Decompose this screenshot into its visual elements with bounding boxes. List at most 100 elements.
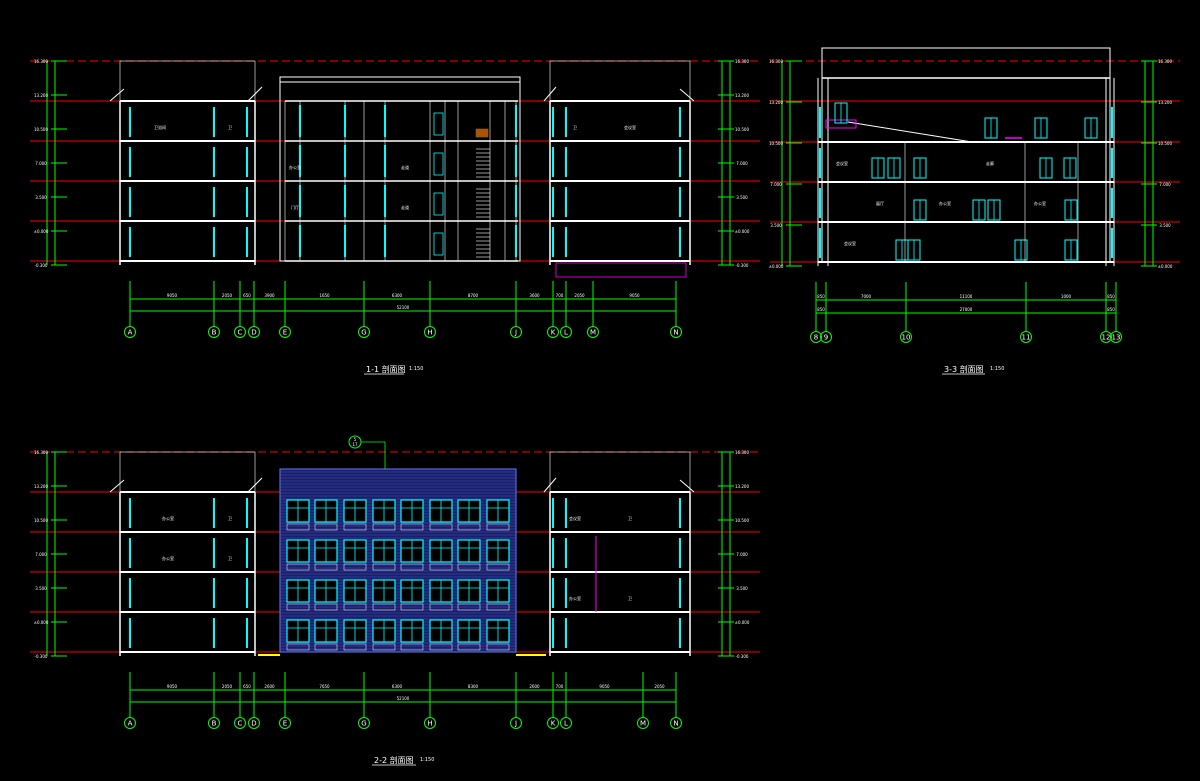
elevation-mark: 13.200 (769, 100, 783, 105)
dimension-text: 650 (243, 293, 251, 298)
room-label: 办公室 (162, 555, 174, 561)
axis-label: 13 (1112, 334, 1121, 342)
elevation-mark: 7.000 (35, 552, 47, 557)
elevation-mark: 3.500 (736, 195, 748, 200)
axis-bubble (1100, 331, 1112, 343)
balcony-rail (343, 563, 367, 571)
stair-window (433, 112, 444, 136)
axis-bubble (510, 717, 522, 729)
section-1-1-scale: 1:150 (409, 366, 424, 372)
balcony-rail (400, 603, 424, 611)
axis-label: D (251, 329, 256, 337)
axis-bubble (208, 326, 220, 338)
dimension-text: 2050 (222, 684, 233, 689)
room-label: 走道 (401, 204, 409, 210)
dimension-text: 3600 (529, 293, 540, 298)
balcony-rail (372, 523, 396, 531)
elevation-mark: 10.500 (34, 518, 48, 523)
parapet-outline (119, 451, 256, 493)
elevation-mark: 7.000 (736, 161, 748, 166)
axis-label: H (427, 720, 432, 728)
parapet-outline (119, 60, 256, 102)
axis-label: N (673, 329, 678, 337)
elevation-mark: 10.500 (769, 141, 783, 146)
axis-label: M (640, 720, 646, 728)
room-label: 办公室 (939, 200, 951, 206)
balcony-rail (486, 643, 510, 651)
dimension-total-text: 52100 (397, 696, 410, 701)
section-3-3-scale: 1:150 (990, 366, 1005, 372)
axis-label: G (361, 720, 366, 728)
elevation-mark: ±0.000 (769, 264, 784, 269)
dimension-text: 850 (817, 294, 825, 299)
room-label: 展厅 (876, 200, 884, 206)
elevation-mark: 3.500 (35, 586, 47, 591)
axis-bubble (279, 717, 291, 729)
dimension-text: 9050 (629, 293, 640, 298)
balcony-rail (372, 643, 396, 651)
axis-label: A (128, 720, 133, 728)
room-label: 门厅 (291, 204, 299, 210)
dimension-text: 9050 (167, 684, 178, 689)
axis-label: N (673, 720, 678, 728)
dimension-text: 6300 (392, 684, 403, 689)
axis-bubble (670, 326, 682, 338)
balcony-rail (372, 563, 396, 571)
elevation-mark: -0.300 (736, 263, 749, 268)
dimension-total-text: 52100 (397, 305, 410, 310)
elevation-mark: 16.300 (34, 450, 48, 455)
roof-eave (247, 86, 263, 102)
elevation-mark: ±0.000 (34, 229, 49, 234)
section-1-1-title: 1-1 剖面图 (366, 365, 406, 374)
axis-bubble (279, 326, 291, 338)
stair-window (433, 152, 444, 176)
axis-label: J (514, 329, 517, 337)
room-label: 卫浴间 (154, 124, 166, 130)
axis-bubble (358, 326, 370, 338)
roof-eave (543, 477, 557, 493)
elevation-mark: 16.300 (34, 59, 48, 64)
dimension-text: 1650 (319, 293, 330, 298)
stair-window (433, 232, 444, 256)
dimension-text: 700 (556, 684, 564, 689)
axis-label: B (212, 329, 217, 337)
dimension-text: 7000 (861, 294, 872, 299)
foundation-outline (555, 262, 687, 278)
dimension-text: 650 (243, 684, 251, 689)
balcony-rail (429, 603, 453, 611)
balcony-rail (343, 523, 367, 531)
axis-label: D (251, 720, 256, 728)
elevation-mark: ±0.000 (1158, 264, 1173, 269)
dimension-text: 8700 (468, 293, 479, 298)
detail-callout-sheet: 17 (352, 442, 358, 447)
room-label: 卫 (228, 516, 232, 521)
axis-bubble (547, 326, 559, 338)
axis-label: K (551, 329, 556, 337)
room-label: 会议室 (569, 515, 581, 521)
elevation-mark: 10.500 (34, 127, 48, 132)
axis-label: 12 (1102, 334, 1111, 342)
balcony-rail (372, 603, 396, 611)
room-label: 卫 (573, 125, 577, 130)
elevation-mark: 16.300 (735, 59, 749, 64)
axis-bubble (124, 717, 136, 729)
building-outline (821, 47, 1111, 263)
elevation-mark: 13.200 (34, 93, 48, 98)
room-label: 会议室 (836, 160, 848, 166)
balcony-rail (457, 603, 481, 611)
room-label: 卫 (628, 596, 632, 601)
axis-label: 11 (1022, 334, 1031, 342)
axis-bubble (560, 326, 572, 338)
sloped-skylight (847, 121, 973, 143)
axis-label: 10 (902, 334, 911, 342)
room-label: 卫 (628, 516, 632, 521)
parapet-outline (549, 60, 691, 102)
detail-callout-number: 5 (354, 437, 357, 442)
axis-bubble (248, 326, 260, 338)
dimension-text: 700 (556, 293, 564, 298)
room-label: 办公室 (289, 164, 301, 170)
balcony-rail (486, 523, 510, 531)
elevation-mark: 3.500 (35, 195, 47, 200)
roof-eave (543, 86, 557, 102)
